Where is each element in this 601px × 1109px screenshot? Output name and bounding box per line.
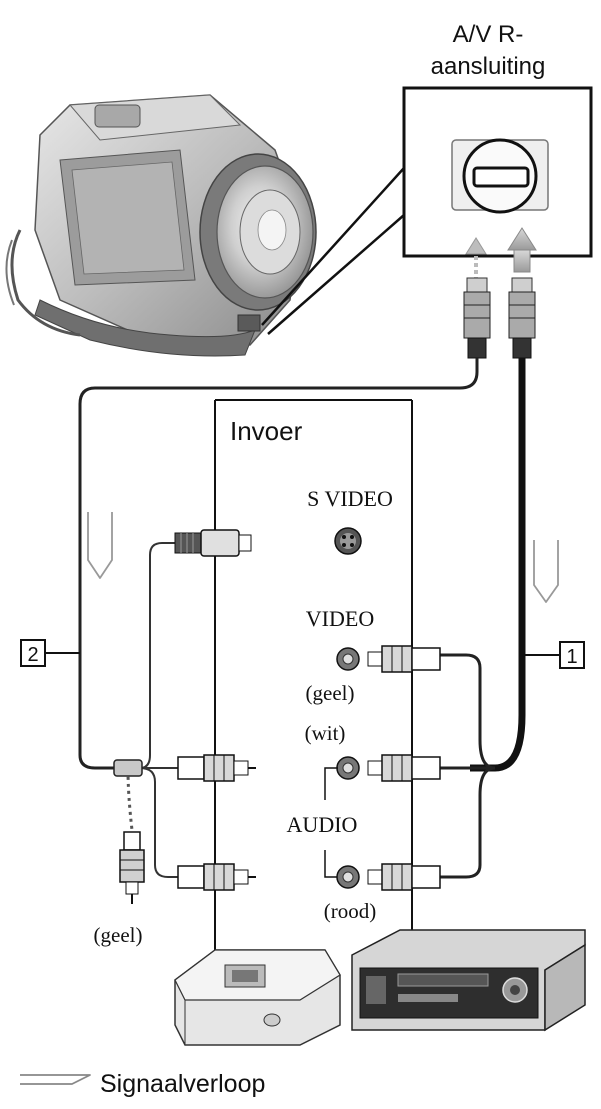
- av-port-callout: [261, 86, 593, 335]
- dvd-recorder-illustration: [174, 949, 341, 1046]
- s-video-plug-top: [463, 277, 491, 359]
- audio-bracket: [324, 767, 338, 878]
- cable-1: [440, 358, 526, 879]
- camcorder-illustration: [5, 94, 317, 357]
- yellow-plug-label: (geel): [94, 923, 143, 947]
- s-video-jack: [334, 527, 362, 555]
- audio-white-jack: [336, 756, 360, 780]
- audio-label: AUDIO: [287, 812, 358, 837]
- signal-flow-legend-label: Signaalverloop: [100, 1070, 265, 1098]
- s-video-label: S VIDEO: [307, 486, 393, 511]
- video-color-label: (geel): [306, 681, 355, 705]
- video-label: VIDEO: [306, 606, 374, 631]
- vcr-illustration: [351, 929, 586, 1032]
- signal-arrow-cable-1: [533, 540, 559, 603]
- insert-arrow-solid: [507, 227, 537, 273]
- av-plug-top: [508, 277, 536, 359]
- cable-splitter: [113, 759, 143, 777]
- port-label-line1: A/V R-: [453, 21, 524, 48]
- input-panel-label: Invoer: [230, 416, 303, 446]
- audio-red-jack: [336, 865, 360, 889]
- callout-2: 2: [20, 639, 80, 667]
- rca-plug-audio-red-left: [177, 863, 256, 891]
- callout-1: 1: [522, 641, 585, 669]
- audio-white-color-label: (wit): [305, 721, 346, 745]
- port-label-line2: aansluiting: [431, 53, 546, 80]
- rca-plug-audio-white-right: [367, 754, 441, 782]
- callout-1-label: 1: [566, 646, 577, 668]
- cable-2: [78, 358, 479, 878]
- audio-red-color-label: (rood): [324, 899, 376, 923]
- yellow-video-plug: [119, 831, 145, 904]
- s-video-plug: [174, 529, 252, 557]
- rca-plug-video-right: [367, 645, 441, 673]
- rca-plug-audio-red-right: [367, 863, 441, 891]
- video-jack: [336, 647, 360, 671]
- rca-plug-audio-white-left: [177, 754, 256, 782]
- signal-arrow-cable-2: [87, 512, 113, 579]
- signal-flow-legend-icon: [20, 1074, 91, 1085]
- callout-2-label: 2: [27, 644, 38, 666]
